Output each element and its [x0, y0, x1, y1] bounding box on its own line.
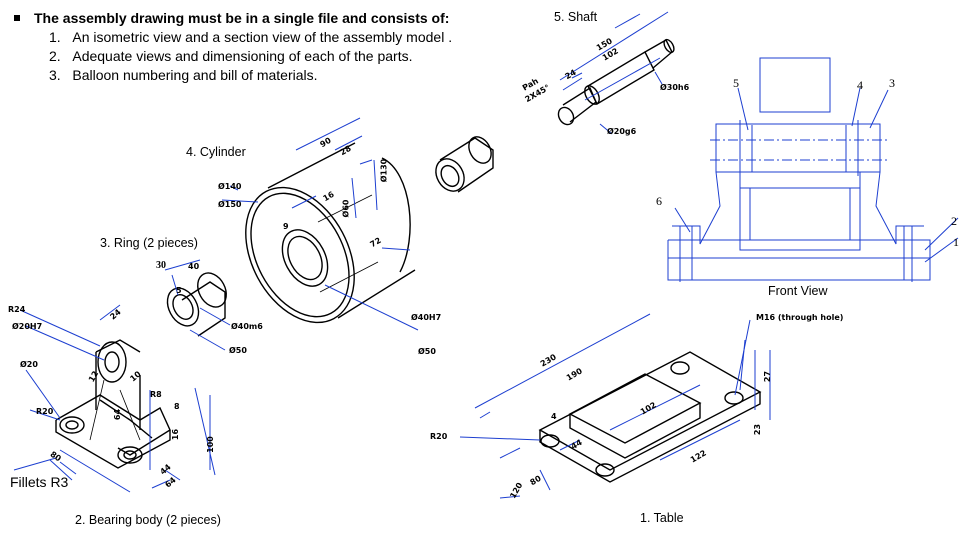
label-table: 1. Table [640, 511, 684, 525]
dim-table-4: 4 [551, 412, 557, 421]
requirements-heading: The assembly drawing must be in a single… [34, 10, 450, 26]
requirements-block: The assembly drawing must be in a single… [12, 9, 452, 85]
cylinder-drawing [221, 117, 419, 331]
dim-bb-r24: R24 [8, 305, 26, 314]
fillets-leader [59, 461, 77, 475]
bushing-drawing [435, 136, 494, 193]
shaft-drawing [557, 11, 675, 135]
dim-table-27: 27 [763, 370, 773, 383]
dim-cyl-d130: Ø130 [379, 158, 389, 183]
front-view-drawing [667, 57, 959, 282]
dim-ring-30: 30 [156, 260, 166, 271]
label-bearing-body: 2. Bearing body (2 pieces) [75, 513, 221, 527]
dim-bb-d20: Ø20 [20, 360, 38, 369]
requirement-number: 2. [49, 48, 61, 64]
label-cylinder: 4. Cylinder [186, 145, 246, 159]
dim-ring-40: 40 [188, 262, 200, 271]
table-drawing [459, 313, 771, 499]
dim-bb-100: 100 [205, 436, 215, 453]
balloon-1: 1 [953, 235, 959, 249]
balloon-6: 6 [656, 194, 662, 208]
dim-fv-m16: M16 (through hole) [756, 313, 844, 322]
dim-cyl-9: 9 [283, 222, 289, 231]
dim-cyl-d150: Ø150 [218, 200, 242, 209]
bullet-icon [14, 15, 20, 22]
dim-bb-d20h7: Ø20H7 [12, 322, 43, 331]
balloon-3: 3 [889, 76, 895, 90]
requirement-number: 3. [49, 67, 61, 83]
dim-ring-d40m6: Ø40m6 [231, 322, 263, 331]
dim-bb-r8: R8 [150, 390, 162, 399]
dim-ring-5: 5 [176, 286, 182, 295]
label-ring: 3. Ring (2 pieces) [100, 236, 198, 250]
label-shaft: 5. Shaft [554, 10, 598, 24]
dim-ring-d50: Ø50 [229, 346, 247, 355]
ring-drawing [164, 259, 231, 351]
dim-bb-8: 8 [174, 402, 180, 411]
dim-shaft-d30h6: Ø30h6 [660, 83, 690, 92]
requirement-item: 1. An isometric view and a section view … [12, 28, 452, 47]
requirements-heading-row: The assembly drawing must be in a single… [12, 9, 452, 28]
dim-cyl-d50: Ø50 [418, 347, 436, 356]
dim-bb-16: 16 [171, 428, 181, 441]
requirement-item: 2. Adequate views and dimensioning of ea… [12, 47, 452, 66]
dim-shaft-d20g6: Ø20g6 [607, 127, 637, 136]
requirement-item: 3. Balloon numbering and bill of materia… [12, 66, 452, 85]
requirement-number: 1. [49, 29, 61, 45]
requirement-text: An isometric view and a section view of … [72, 29, 453, 45]
balloon-4: 4 [857, 78, 863, 92]
balloon-2: 2 [951, 214, 957, 228]
dim-bb-r20: R20 [36, 407, 54, 416]
requirement-text: Balloon numbering and bill of materials. [72, 67, 318, 83]
dim-cyl-d60: Ø60 [341, 199, 351, 218]
requirement-text: Adequate views and dimensioning of each … [72, 48, 413, 64]
label-fillets: Fillets R3 [10, 474, 69, 490]
dim-table-r20: R20 [430, 432, 448, 441]
dim-cyl-d140: Ø140 [218, 182, 242, 191]
dim-bb-64: 64 [113, 408, 123, 421]
balloon-5: 5 [733, 76, 739, 90]
label-front-view: Front View [768, 284, 828, 298]
dim-table-23: 23 [753, 423, 763, 436]
dim-cyl-d40h7: Ø40H7 [411, 313, 442, 322]
bearing-body-drawing [13, 304, 216, 493]
